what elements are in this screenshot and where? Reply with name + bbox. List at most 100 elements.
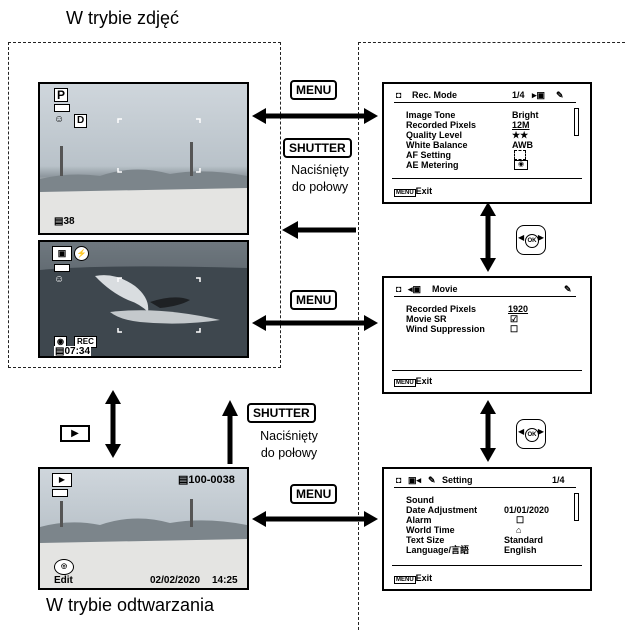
right-arrow-icon: ▶ [537, 233, 544, 242]
left-arrow-icon: ◀ [518, 427, 525, 436]
menu-row-value: 12M [512, 120, 530, 130]
face-detect-icon: ☺ [54, 274, 65, 285]
ok-button[interactable]: OK [525, 234, 539, 248]
menu-row-value: Bright [512, 110, 539, 120]
menu-row-label[interactable]: Quality Level [406, 130, 463, 140]
menu-row-label[interactable]: Recorded Pixels [406, 120, 477, 130]
exit-label: Exit [415, 186, 433, 196]
mode-badge: P [54, 88, 69, 102]
menu-row-label[interactable]: Date Adjustment [406, 505, 478, 515]
edit-label: Edit [54, 575, 73, 586]
menu-title: Rec. Mode [412, 90, 458, 100]
menu-row-label[interactable]: Wind Suppression [406, 324, 485, 334]
menu-key-icon: MENU [394, 576, 416, 584]
half-press-line1: Naciśnięty [260, 429, 318, 443]
wrench-icon: ✎ [428, 475, 436, 485]
play-button-icon[interactable]: ▶ [60, 425, 90, 442]
menu-row-value: ⌂ [516, 525, 522, 535]
menu-row-label[interactable]: Recorded Pixels [406, 304, 477, 314]
menu-row-value: ★★ [512, 130, 529, 140]
half-press-note: Naciśnięty do połowy [248, 428, 330, 462]
menu-button-label[interactable]: MENU [290, 80, 338, 100]
wrench-icon: ✎ [556, 90, 564, 100]
menu-header: ◘ ▣◂ ✎ Setting 1/4 [394, 475, 576, 488]
rec-mode-menu: ◘ Rec. Mode 1/4 ▸▣ ✎ Image Tone Bright R… [382, 82, 592, 204]
battery-icon [54, 264, 70, 272]
menu-row-value: ☑ [510, 314, 519, 324]
record-time-value: 07:34 [64, 346, 91, 357]
menu-row-label[interactable]: White Balance [406, 140, 468, 150]
ok-button[interactable]: OK [525, 428, 539, 442]
right-arrow-icon: ▶ [537, 427, 544, 436]
movie-tab-icon: ◂▣ [408, 284, 422, 294]
arrowhead-left [282, 221, 298, 239]
setting-menu: ◘ ▣◂ ✎ Setting 1/4 Sound Date Adjustment… [382, 467, 592, 591]
menu-title: Movie [432, 284, 458, 294]
edit-icon: ◎ [54, 559, 74, 575]
menu-row-label[interactable]: Text Size [406, 535, 445, 545]
camera-icon: ◘ [396, 90, 402, 100]
play-icon: ▶ [52, 473, 72, 487]
menu-row-label[interactable]: World Time [406, 525, 455, 535]
menu-header: ◘ Rec. Mode 1/4 ▸▣ ✎ [394, 90, 576, 103]
movie-tab-icon: ▣◂ [408, 475, 422, 485]
flash-mode-badge: D [74, 114, 88, 128]
shutter-button-label[interactable]: SHUTTER [247, 403, 316, 423]
dolphin-scene [40, 266, 247, 356]
divider [392, 178, 582, 179]
arrowhead-up [105, 390, 121, 404]
menu-row-label[interactable]: Sound [406, 495, 434, 505]
arrowhead-down [480, 258, 496, 272]
scrollbar[interactable] [574, 493, 579, 521]
menu-row-label[interactable]: AE Metering [406, 160, 459, 170]
movie-tab-icon: ▸▣ [532, 90, 546, 100]
menu-row-label[interactable]: Image Tone [406, 110, 456, 120]
arrowhead-down [105, 444, 121, 458]
exit-label: Exit [415, 573, 433, 583]
shutter-button-label[interactable]: SHUTTER [283, 138, 352, 158]
menu-button-label[interactable]: MENU [290, 290, 338, 310]
photo-mode-frame [8, 42, 281, 368]
playback-date: 02/02/2020 [150, 575, 201, 586]
half-press-line1: Naciśnięty [291, 163, 349, 177]
playback-screen: ▶ ▤100-0038 ◎ Edit 02/02/2020 14:25 [38, 467, 249, 590]
movie-mode-icon: ▣ [52, 246, 72, 261]
menu-row-value: 1920 [508, 304, 529, 314]
arrowhead-down [480, 448, 496, 462]
arrowhead-right [364, 315, 378, 331]
menu-row-value: 01/01/2020 [504, 505, 550, 515]
arrowhead-up [222, 400, 238, 416]
divider [392, 370, 582, 371]
menu-row-label[interactable]: Language/言語 [406, 545, 470, 555]
file-number-value: 100-0038 [188, 474, 235, 486]
menu-row-label[interactable]: Alarm [406, 515, 432, 525]
menu-frame [358, 42, 625, 630]
beach-scene [40, 118, 247, 233]
arrowhead-right [364, 511, 378, 527]
file-number: ▤100-0038 [178, 474, 235, 486]
four-way-controller[interactable]: OK ◀ ▶ [516, 419, 546, 449]
camera-icon: ◘ [396, 284, 402, 294]
menu-row-label[interactable]: AF Setting [406, 150, 451, 160]
menu-button-label[interactable]: MENU [290, 484, 338, 504]
camera-icon: ◘ [396, 475, 402, 485]
half-press-line2: do połowy [260, 446, 318, 460]
arrowhead-left [252, 511, 266, 527]
scrollbar[interactable] [574, 108, 579, 136]
playback-mode-title: W trybie odtwarzania [46, 595, 215, 615]
menu-key-icon: MENU [394, 189, 416, 197]
four-way-controller[interactable]: OK ◀ ▶ [516, 225, 546, 255]
arrowhead-up [480, 202, 496, 216]
menu-row-value: English [504, 545, 537, 555]
arrowhead-left [252, 108, 266, 124]
metering-icon: ◉ [514, 160, 528, 170]
photo-mode-title: W trybie zdjęć [66, 8, 180, 28]
menu-row-label[interactable]: Movie SR [406, 314, 447, 324]
divider [392, 565, 582, 566]
menu-page: 1/4 [552, 475, 565, 485]
